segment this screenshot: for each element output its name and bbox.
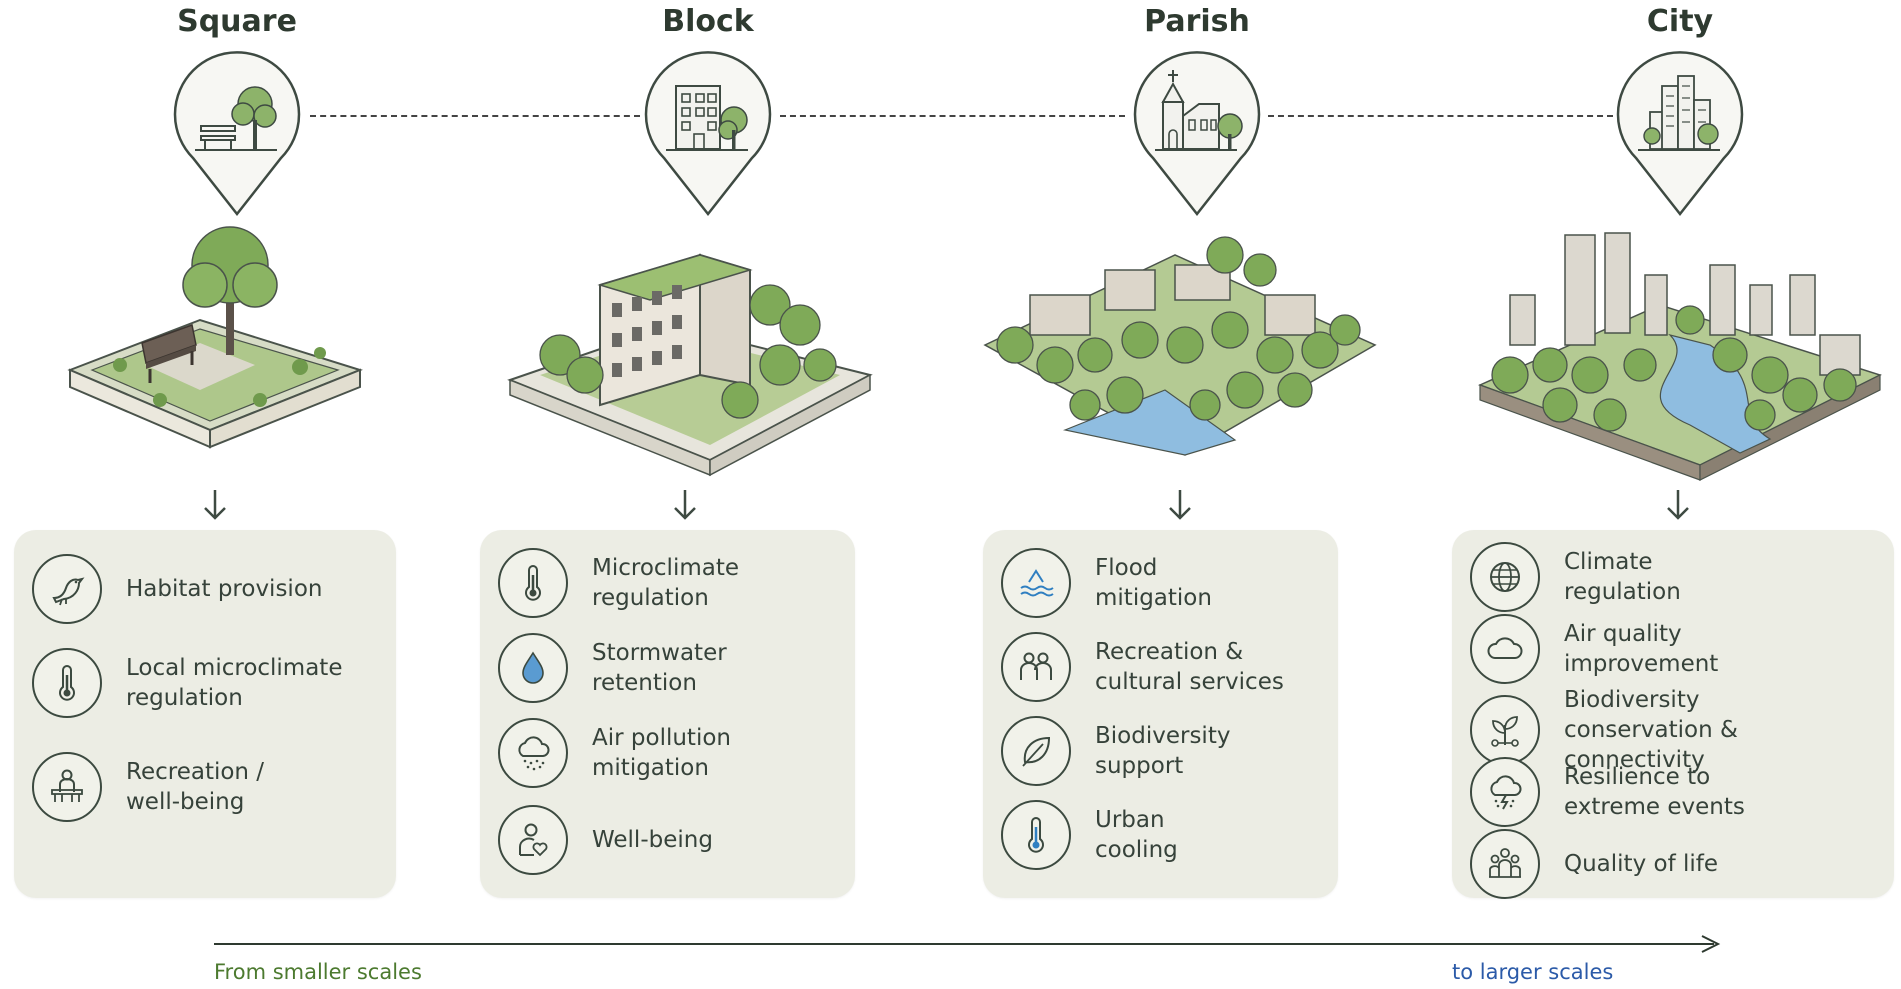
pin-city bbox=[1610, 46, 1750, 218]
bird-icon bbox=[32, 554, 102, 624]
flood-waves-icon bbox=[1001, 548, 1071, 618]
scale-arrow bbox=[214, 935, 1721, 953]
benefit-label: Biodiversity support bbox=[1095, 723, 1231, 779]
benefit-item: Biodiversity support bbox=[1001, 716, 1328, 786]
down-arrow-icon bbox=[204, 490, 226, 520]
person-bench-icon bbox=[32, 752, 102, 822]
cloud-icon bbox=[1470, 614, 1540, 684]
church-icon bbox=[1133, 51, 1261, 217]
connector-line bbox=[1268, 115, 1613, 117]
benefit-label: Air pollution mitigation bbox=[592, 725, 731, 781]
benefit-label: Well-being bbox=[592, 827, 713, 853]
benefit-label: Urban cooling bbox=[1095, 807, 1178, 863]
benefit-label: Air quality improvement bbox=[1564, 621, 1719, 677]
pin-block bbox=[638, 46, 778, 218]
benefit-item: Biodiversity conservation & connectivity bbox=[1470, 685, 1884, 775]
benefit-label: Recreation / well-being bbox=[126, 759, 265, 815]
benefits-card-square: Habitat provision Local microclimate reg… bbox=[14, 530, 396, 898]
benefit-item: Stormwater retention bbox=[498, 633, 845, 703]
illustration-city bbox=[1470, 225, 1890, 485]
scale-title-city: City bbox=[1646, 4, 1714, 39]
benefit-item: Well-being bbox=[498, 805, 845, 875]
bench-tree-icon bbox=[173, 51, 301, 217]
benefit-label: Resilience to extreme events bbox=[1564, 764, 1745, 820]
footer-from-smaller-scales: From smaller scales bbox=[214, 960, 422, 984]
benefit-label: Habitat provision bbox=[126, 576, 323, 602]
benefit-item: Microclimate regulation bbox=[498, 548, 845, 618]
globe-icon bbox=[1470, 542, 1540, 612]
pin-parish bbox=[1127, 46, 1267, 218]
down-arrow-icon bbox=[1169, 490, 1191, 520]
down-arrow-icon bbox=[1667, 490, 1689, 520]
benefits-card-city: Climate regulation Air quality improveme… bbox=[1452, 530, 1894, 899]
benefit-label: Stormwater retention bbox=[592, 640, 727, 696]
benefit-item: Recreation & cultural services bbox=[1001, 632, 1328, 702]
scale-title-square: Square bbox=[177, 4, 297, 39]
benefit-item: Habitat provision bbox=[32, 554, 386, 624]
benefit-item: Urban cooling bbox=[1001, 800, 1328, 870]
connector-line bbox=[310, 115, 640, 117]
community-icon bbox=[1470, 829, 1540, 899]
benefit-item: Quality of life bbox=[1470, 829, 1884, 899]
benefits-card-block: Microclimate regulation Stormwater reten… bbox=[480, 530, 855, 898]
scale-title-parish: Parish bbox=[1144, 4, 1250, 39]
benefit-item: Local microclimate regulation bbox=[32, 648, 386, 718]
benefit-item: Air pollution mitigation bbox=[498, 718, 845, 788]
benefit-label: Local microclimate regulation bbox=[126, 655, 343, 711]
benefit-label: Biodiversity conservation & connectivity bbox=[1564, 687, 1738, 773]
leaf-icon bbox=[1001, 716, 1071, 786]
benefit-label: Climate regulation bbox=[1564, 549, 1681, 605]
down-arrow-icon bbox=[674, 490, 696, 520]
footer-to-larger-scales: to larger scales bbox=[1452, 960, 1614, 984]
benefit-item: Flood mitigation bbox=[1001, 548, 1328, 618]
benefit-label: Flood mitigation bbox=[1095, 555, 1212, 611]
connector-line bbox=[780, 115, 1125, 117]
benefits-card-parish: Flood mitigation Recreation & cultural s… bbox=[983, 530, 1338, 898]
person-heart-icon bbox=[498, 805, 568, 875]
illustration-parish bbox=[975, 225, 1385, 485]
thermometer-icon bbox=[498, 548, 568, 618]
storm-cloud-icon bbox=[1470, 757, 1540, 827]
benefit-item: Recreation / well-being bbox=[32, 752, 386, 822]
illustration-block bbox=[500, 225, 880, 485]
pin-square bbox=[167, 46, 307, 218]
benefit-label: Recreation & cultural services bbox=[1095, 639, 1284, 695]
thermometer-icon bbox=[32, 648, 102, 718]
people-icon bbox=[1001, 632, 1071, 702]
skyline-icon bbox=[1616, 51, 1744, 217]
benefit-label: Microclimate regulation bbox=[592, 555, 739, 611]
scale-title-block: Block bbox=[662, 4, 754, 39]
benefit-item: Resilience to extreme events bbox=[1470, 757, 1884, 827]
benefit-item: Air quality improvement bbox=[1470, 614, 1884, 684]
thermometer-icon bbox=[1001, 800, 1071, 870]
illustration-square bbox=[50, 225, 380, 485]
sprout-icon bbox=[1470, 695, 1540, 765]
building-tree-icon bbox=[644, 51, 772, 217]
benefit-item: Climate regulation bbox=[1470, 542, 1884, 612]
benefit-label: Quality of life bbox=[1564, 851, 1719, 877]
water-drop-icon bbox=[498, 633, 568, 703]
rain-cloud-icon bbox=[498, 718, 568, 788]
